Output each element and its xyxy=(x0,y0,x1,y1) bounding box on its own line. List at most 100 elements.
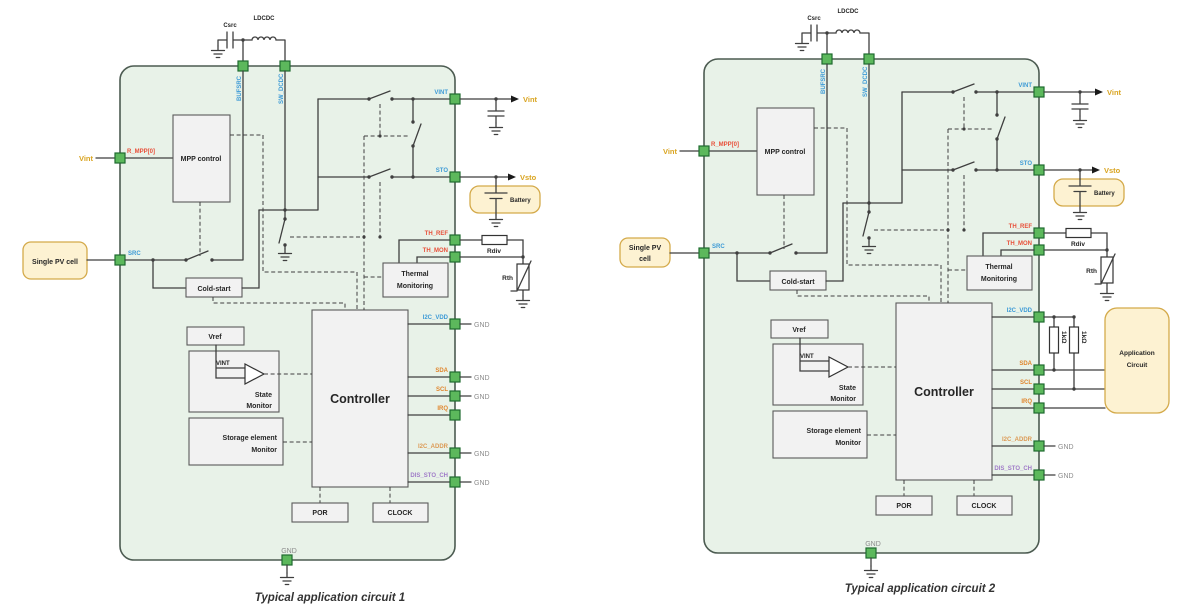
switch-contact xyxy=(995,137,999,141)
switch-blade xyxy=(769,243,793,254)
i2c-pins: I2C_VDD SDA SCL IRQ I2C_ADDR DIS_STO_CH … xyxy=(407,315,490,488)
circuit-panel-2: Csrc LDCDC BUFSRC SW_DCDC Vint R_MPP[0] … xyxy=(619,9,1170,595)
sto-rail-switch xyxy=(317,168,451,178)
sda-pin-label: SDA xyxy=(1019,361,1032,367)
wire xyxy=(1043,91,1096,117)
storage-monitor-label-2: Monitor xyxy=(835,440,861,447)
storage-monitor-label-2: Monitor xyxy=(251,447,277,454)
storage-monitor-box xyxy=(188,417,284,466)
vint-rail-switch xyxy=(317,90,451,100)
gnd-label: GND xyxy=(474,480,490,487)
thermal-box xyxy=(382,262,449,298)
pullup-resistor-scl xyxy=(1068,326,1080,354)
sto-pin-label: STO xyxy=(436,168,449,174)
src-pin-label: SRC xyxy=(712,244,725,250)
storage-monitor-label-1: Storage element xyxy=(807,428,862,435)
storage-monitor-box xyxy=(772,410,868,459)
input-filter-dcdc: Csrc LDCDC BUFSRC SW_DCDC xyxy=(210,16,291,104)
ground-symbol xyxy=(488,214,504,228)
src-pin xyxy=(114,254,126,266)
scl-pin-label: SCL xyxy=(1020,380,1032,386)
th-ref-pin-label: TH_REF xyxy=(1009,224,1033,230)
wire xyxy=(459,239,524,297)
bufsrc-pin-label: BUFSRC xyxy=(237,75,243,101)
ground-symbol xyxy=(488,122,504,136)
junction-dot xyxy=(962,127,966,131)
inductor-symbol xyxy=(242,36,286,62)
switch-contact xyxy=(794,251,798,255)
controller-block: Controller xyxy=(311,309,409,488)
dis-sto-ch-pin-label: DIS_STO_CH xyxy=(994,466,1032,472)
controller-block: Controller xyxy=(895,302,993,481)
sw-dcdc-pin xyxy=(863,53,875,65)
inductor-symbol xyxy=(826,29,870,55)
por-clock: POR CLOCK xyxy=(291,487,429,523)
vint-net-label: VINT xyxy=(216,361,230,367)
battery-label: Battery xyxy=(1094,191,1115,197)
th-ref-pin xyxy=(449,234,461,246)
vint-pin-label: VINT xyxy=(1018,83,1032,89)
junction-dot xyxy=(241,38,245,42)
battery-label: Battery xyxy=(510,198,531,204)
rdiv-label: Rdiv xyxy=(1071,241,1085,248)
vint-pin xyxy=(449,93,461,105)
switch-contact xyxy=(367,175,371,179)
wire xyxy=(1043,232,1108,290)
th-mon-pin-label: TH_MON xyxy=(1007,241,1032,247)
vint-sto-switch xyxy=(412,98,422,178)
thermal-label-2: Monitoring xyxy=(981,276,1017,283)
r-mpp-pin xyxy=(698,145,710,157)
cold-start-label: Cold-start xyxy=(197,286,231,293)
wire xyxy=(825,202,844,282)
clock-label: CLOCK xyxy=(972,503,997,510)
gnd-label: GND xyxy=(1058,444,1074,451)
src-pin xyxy=(698,247,710,259)
gnd-pin xyxy=(865,547,877,559)
control-lines xyxy=(783,97,994,303)
sw-dcdc-pin-label: SW_DCDC xyxy=(279,73,285,104)
vint-output: VINT Vint xyxy=(1018,83,1122,129)
storage-monitor-block: Storage element Monitor xyxy=(188,417,312,466)
state-monitor-box xyxy=(188,350,280,413)
wire xyxy=(991,316,1035,476)
mpp-control-block: MPP control xyxy=(756,107,815,196)
th-ref-pin xyxy=(1033,227,1045,239)
switch-contact xyxy=(411,120,415,124)
arrowhead xyxy=(508,173,516,181)
application-circuit-box xyxy=(1104,307,1170,414)
switch-contact xyxy=(283,217,287,221)
controller-box xyxy=(895,302,993,481)
caption: Typical application circuit 2 xyxy=(845,583,996,595)
vsto-label: Vsto xyxy=(520,173,537,182)
ground-symbol xyxy=(1072,207,1088,221)
sw-dcdc-pin xyxy=(279,60,291,72)
junction-dot xyxy=(1052,315,1056,319)
dis-sto-ch-pin xyxy=(449,476,461,488)
vint-input: Vint R_MPP[0] xyxy=(663,142,758,157)
pullup-resistor-sda xyxy=(1048,326,1060,354)
dashed-wire xyxy=(796,290,930,303)
bufsrc-pin xyxy=(821,53,833,65)
cold-start-block: Cold-start xyxy=(185,209,260,298)
rdiv-label: Rdiv xyxy=(487,248,501,255)
th-ref-pin-label: TH_REF xyxy=(425,231,449,237)
vref-block: Vref xyxy=(186,326,245,346)
application-circuit-label-1: Application xyxy=(1119,350,1154,357)
thermistor-stroke xyxy=(1094,253,1116,285)
wire xyxy=(215,344,246,379)
circuit-panel-1: Csrc LDCDC BUFSRC SW_DCDC Vint R_MPP[0] … xyxy=(22,16,541,604)
gnd-label: GND xyxy=(474,322,490,329)
gnd-pin-label: GND xyxy=(865,541,881,548)
mpp-box xyxy=(172,114,231,203)
controller-box xyxy=(311,309,409,488)
gnd-label: GND xyxy=(1058,473,1074,480)
i2c-vdd-pin xyxy=(1033,311,1045,323)
por-box xyxy=(291,502,349,523)
comparator-symbol xyxy=(244,363,266,385)
rth-label: Rth xyxy=(502,275,513,282)
thermal-label-1: Thermal xyxy=(401,271,428,278)
junction-dot xyxy=(1078,90,1082,94)
th-mon-pin xyxy=(1033,244,1045,256)
por-label: POR xyxy=(312,510,327,517)
arrowhead xyxy=(1092,166,1100,174)
